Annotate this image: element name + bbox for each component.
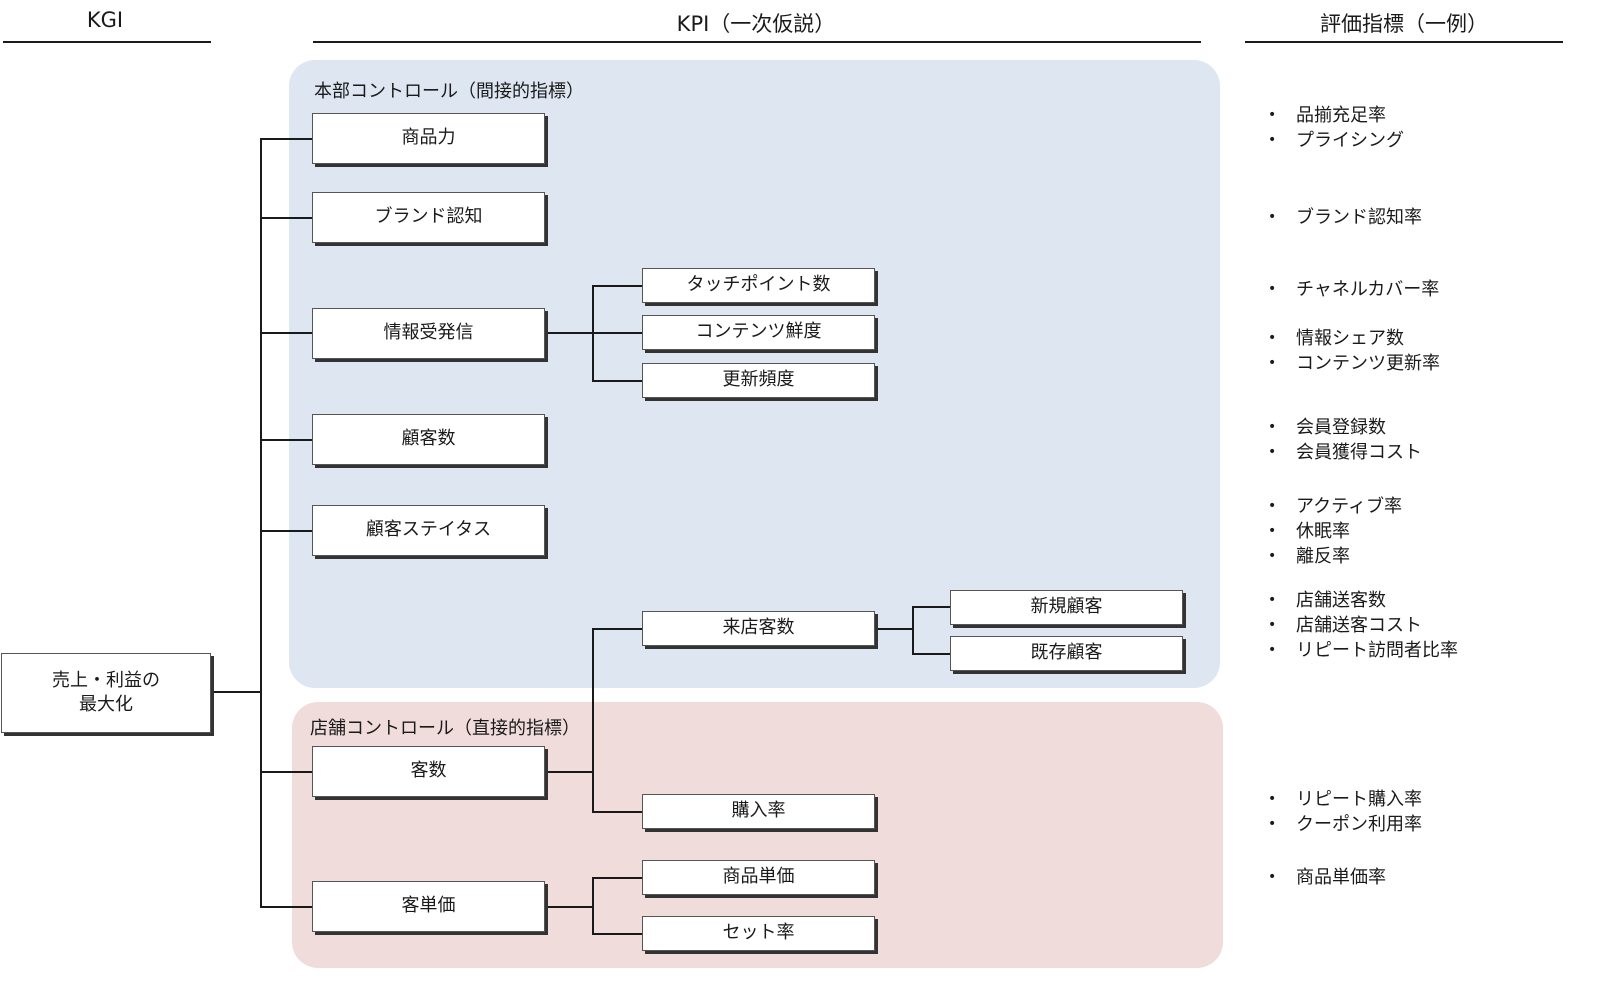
metric-group-product: 品揃充足率プライシング [1268,103,1404,153]
metric-group-price: 商品単価率 [1268,865,1386,890]
store-control-label: 店舗コントロール（直接的指標） [310,718,580,739]
connector [592,628,643,630]
sub-update-frequency: 更新頻度 [642,363,875,398]
metrics-header: 評価指標（一例） [1320,12,1488,36]
kpi-header-rule [313,41,1201,43]
kpi-customer-count: 顧客数 [312,414,545,465]
kpi-visits: 客数 [312,746,545,797]
sub-item-price: 商品単価 [642,860,875,895]
connector [592,933,643,935]
metric-group-brand: ブランド認知率 [1268,205,1422,230]
metric-group-visitors: 店舗送客数店舗送客コストリピート訪問者比率 [1268,588,1458,663]
connector [912,653,951,655]
connector [592,811,643,813]
sub-touchpoints: タッチポイント数 [642,268,875,303]
metric-item: アクティブ率 [1268,494,1402,519]
connector [260,138,262,908]
connector [260,906,313,908]
metric-item: 品揃充足率 [1268,103,1404,128]
connector [592,877,643,879]
metric-item: リピート訪問者比率 [1268,638,1458,663]
metric-item: 会員獲得コスト [1268,440,1422,465]
metrics-header-rule [1245,41,1563,43]
connector [260,771,313,773]
connector [260,530,313,532]
hq-control-label: 本部コントロール（間接的指標） [314,81,584,102]
connector [260,138,313,140]
metric-item: ブランド認知率 [1268,205,1422,230]
sub-content-freshness: コンテンツ鮮度 [642,315,875,350]
sub-new-customers: 新規顧客 [950,590,1183,625]
metric-item: クーポン利用率 [1268,812,1422,837]
metric-group-channel: チャネルカバー率 [1268,277,1439,302]
connector [545,771,594,773]
kgi-line-1: 売上・利益の [52,669,160,691]
metric-item: 会員登録数 [1268,415,1422,440]
connector [545,906,594,908]
metric-item: チャネルカバー率 [1268,277,1439,302]
connector [260,332,313,334]
sub-existing-customers: 既存顧客 [950,636,1183,671]
metric-group-members: 会員登録数会員獲得コスト [1268,415,1422,465]
kpi-product-power: 商品力 [312,113,545,164]
sub-store-visitors: 来店客数 [642,611,875,646]
connector [592,877,594,935]
connector [211,691,262,693]
connector [592,332,643,334]
metric-item: 商品単価率 [1268,865,1386,890]
connector [260,217,313,219]
sub-set-rate: セット率 [642,916,875,951]
metric-group-content: 情報シェア数コンテンツ更新率 [1268,326,1440,376]
metric-item: リピート購入率 [1268,787,1422,812]
kgi-header-rule [3,41,211,43]
kpi-unit-price: 客単価 [312,881,545,932]
sub-purchase-rate: 購入率 [642,794,875,829]
metric-item: 離反率 [1268,544,1402,569]
connector [912,606,951,608]
metric-item: コンテンツ更新率 [1268,351,1440,376]
metric-item: 情報シェア数 [1268,326,1440,351]
connector [912,606,914,655]
metric-item: 店舗送客数 [1268,588,1458,613]
metric-group-status: アクティブ率休眠率離反率 [1268,494,1402,569]
kgi-header: KGI [86,8,124,32]
metric-item: 休眠率 [1268,519,1402,544]
kpi-customer-status: 顧客ステイタス [312,505,545,556]
connector [592,380,643,382]
metric-item: プライシング [1268,128,1404,153]
connector [260,439,313,441]
kpi-brand-awareness: ブランド認知 [312,192,545,243]
kgi-box: 売上・利益の 最大化 [1,653,211,733]
connector [592,285,643,287]
kpi-info-exchange: 情報受発信 [312,308,545,359]
metric-item: 店舗送客コスト [1268,613,1458,638]
connector [545,332,594,334]
connector [592,628,594,813]
connector [875,628,914,630]
metric-group-purchase: リピート購入率クーポン利用率 [1268,787,1422,837]
kpi-header: KPI（一次仮説） [676,12,836,36]
kgi-line-2: 最大化 [79,694,133,715]
